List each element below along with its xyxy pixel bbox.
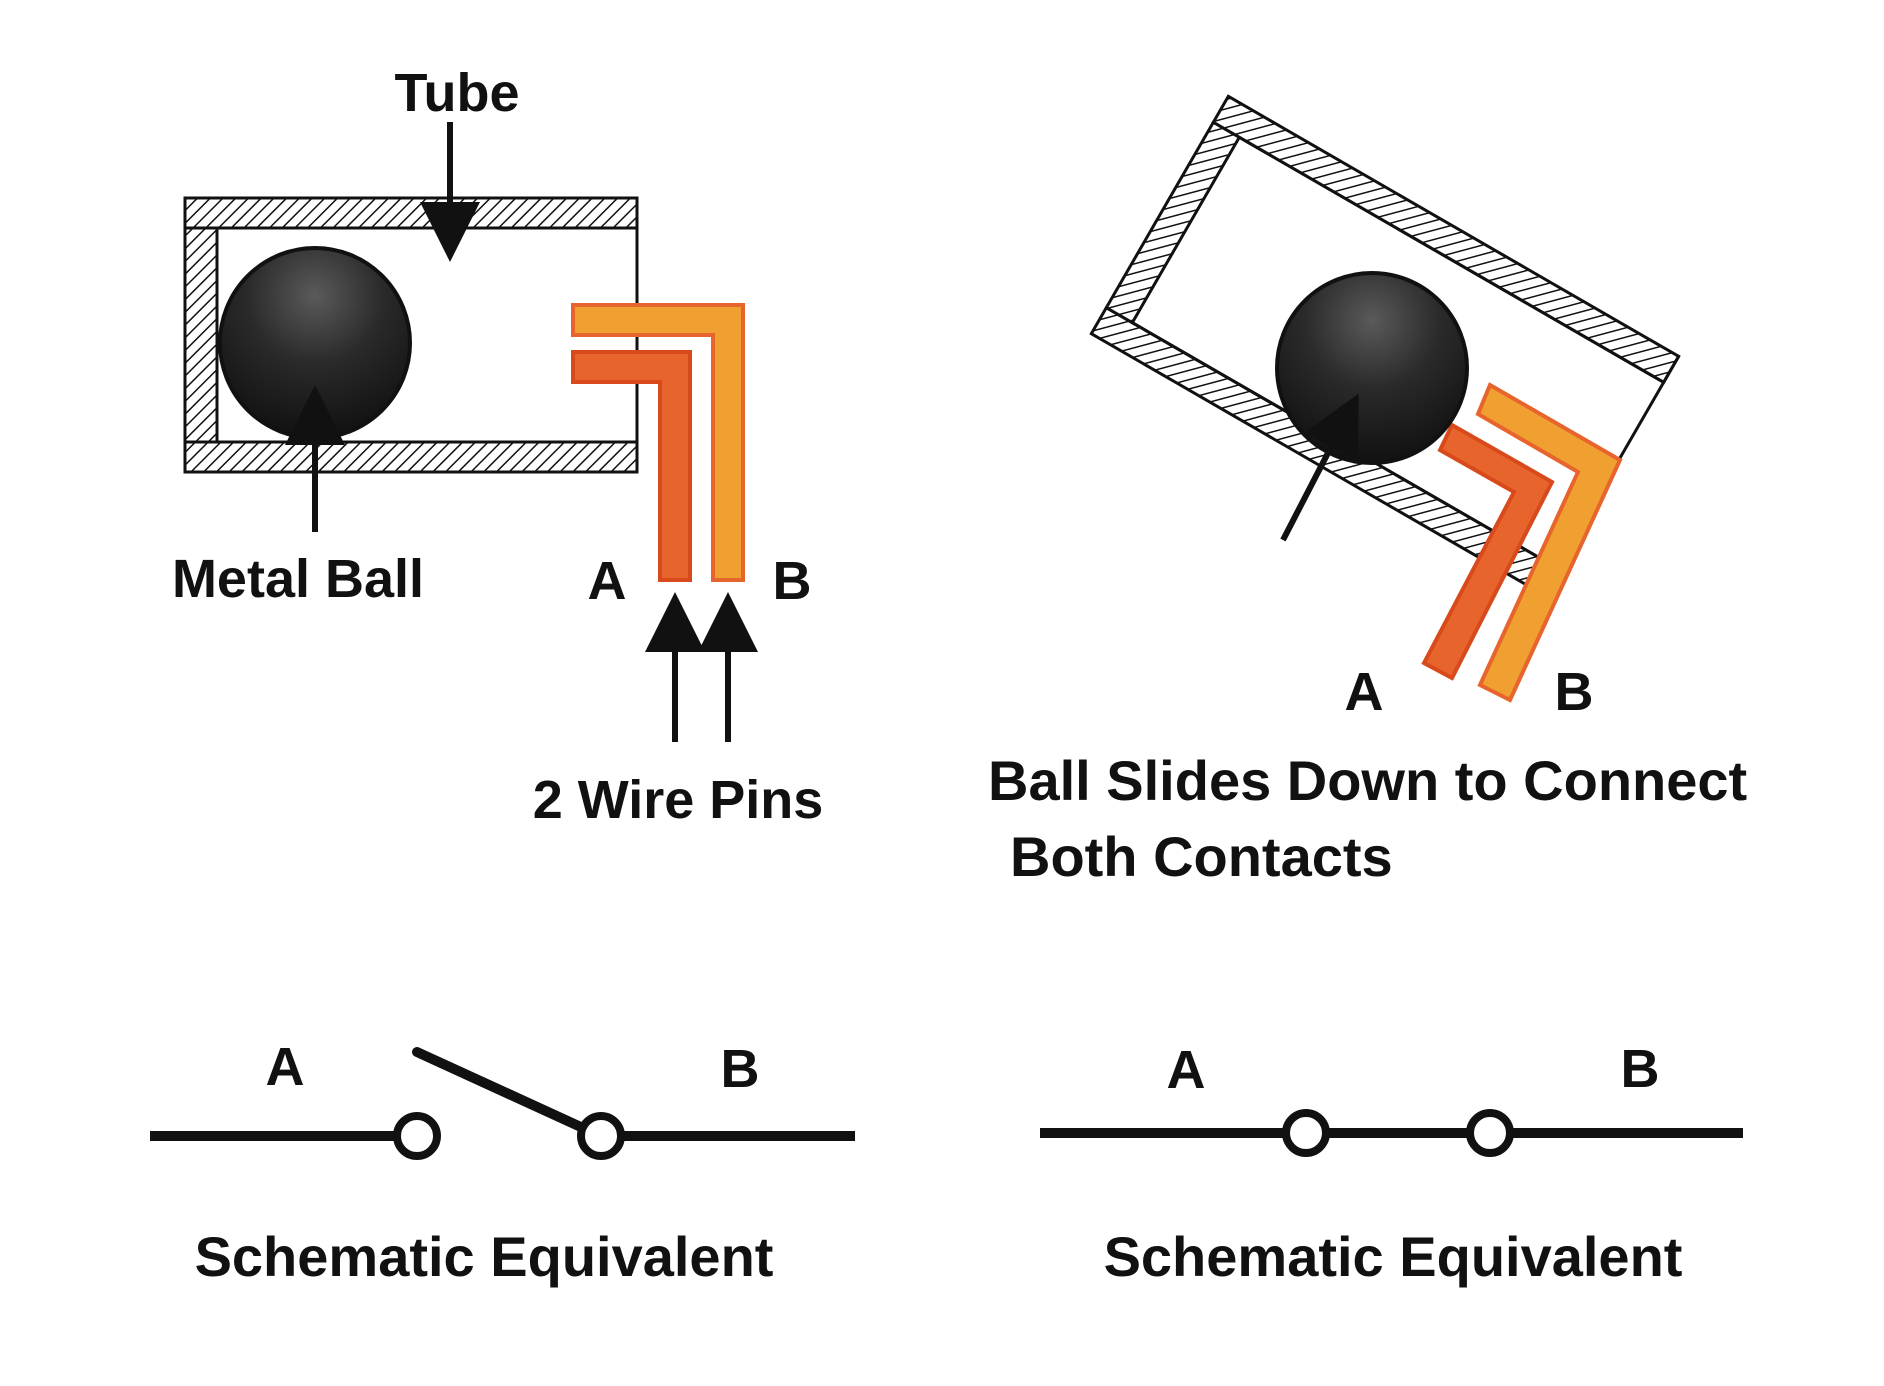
wire-pin-a <box>571 350 692 582</box>
tilted-switch: A B Ball Slides Down to Connect Both Con… <box>988 94 1747 888</box>
tube-end-wall <box>183 226 219 444</box>
closed-terminal-a <box>1282 1109 1330 1157</box>
open-caption: Schematic Equivalent <box>195 1225 774 1288</box>
open-terminal-b <box>577 1112 625 1160</box>
tilted-metal-ball <box>1275 271 1469 465</box>
open-b-label: B <box>721 1039 760 1099</box>
tilted-pin-b-label: B <box>1555 662 1594 722</box>
upright-switch: Tube Metal Ball A B 2 Wire Pins <box>172 63 823 830</box>
tube-label: Tube <box>395 63 520 123</box>
tilted-caption-line2: Both Contacts <box>1010 825 1393 888</box>
tilted-tube-end-wall <box>1104 120 1242 325</box>
open-switch-blade <box>412 1047 588 1133</box>
tilted-ball-arrow <box>1280 393 1359 542</box>
closed-terminal-b <box>1466 1109 1514 1157</box>
tube-top-wall <box>183 196 639 230</box>
open-a-label: A <box>266 1037 305 1097</box>
closed-b-label: B <box>1621 1039 1660 1099</box>
tube-bottom-wall <box>183 440 639 474</box>
tilted-tube-inner-top <box>1238 136 1665 384</box>
schematic-open: A B Schematic Equivalent <box>150 1037 855 1288</box>
metal-ball-label: Metal Ball <box>172 549 424 609</box>
open-terminal-a <box>393 1112 441 1160</box>
tilted-wire-pin-b <box>1475 382 1623 703</box>
schematic-closed: A B Schematic Equivalent <box>1040 1039 1743 1288</box>
tilted-caption-line1: Ball Slides Down to Connect <box>988 749 1747 812</box>
wire-pins-label: 2 Wire Pins <box>533 770 824 830</box>
closed-a-label: A <box>1167 1040 1206 1100</box>
closed-caption: Schematic Equivalent <box>1104 1225 1683 1288</box>
pin-b-label: B <box>773 551 812 611</box>
wire-pin-b <box>571 303 745 582</box>
pin-a-label: A <box>588 551 627 611</box>
tilted-wire-pin-a <box>1421 422 1555 681</box>
tilted-pin-a-label: A <box>1345 662 1384 722</box>
metal-ball <box>218 246 412 440</box>
